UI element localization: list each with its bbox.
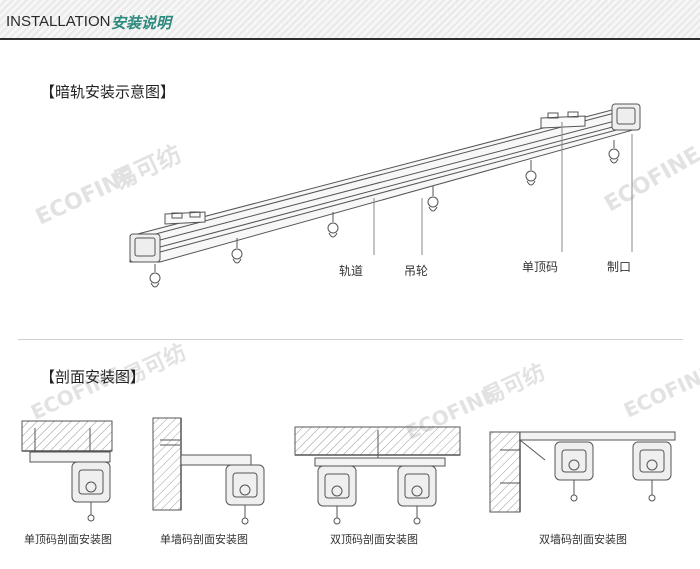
header-title-cn: 安装说明 <box>111 14 172 32</box>
caption-double-wall: 双墙码剖面安装图 <box>539 533 627 546</box>
caption-single-wall: 单墙码剖面安装图 <box>160 533 248 546</box>
header-title-en: INSTALLATION <box>6 13 111 30</box>
hook-6 <box>149 264 161 288</box>
section-single-ceiling <box>21 420 113 522</box>
section-title-cross-section: 【剖面安装图】 <box>40 368 146 386</box>
watermark-en-right2: ECOFINE <box>620 360 700 423</box>
section-title-concealed-rail: 【暗轨安装示意图】 <box>40 83 176 101</box>
header-rule <box>0 38 700 40</box>
curtain-rail-diagram <box>129 103 641 288</box>
hook-3 <box>427 186 439 212</box>
caption-single-ceiling: 单顶码剖面安装图 <box>24 533 112 546</box>
watermark-cn-top: 易可纺 <box>109 140 186 196</box>
section-single-wall <box>152 417 265 525</box>
page-header: INSTALLATION 安装说明 <box>0 0 700 40</box>
section-divider <box>18 339 683 340</box>
hook-5 <box>608 140 620 164</box>
watermark-en-right: ECOFINE <box>601 142 700 217</box>
label-single-bracket: 单顶码 <box>522 260 559 274</box>
label-track: 轨道 <box>339 264 364 278</box>
section-double-wall <box>489 431 676 513</box>
caption-double-ceiling: 双顶码剖面安装图 <box>330 533 418 546</box>
section-double-ceiling <box>294 426 461 525</box>
hook-2 <box>327 212 339 238</box>
hook-4 <box>525 160 537 186</box>
label-hook: 吊轮 <box>404 264 429 278</box>
label-stop: 制口 <box>607 260 632 274</box>
hook-1 <box>231 238 243 264</box>
watermark-cn-mid: 易可纺 <box>479 359 550 410</box>
header-stripes <box>0 0 700 38</box>
